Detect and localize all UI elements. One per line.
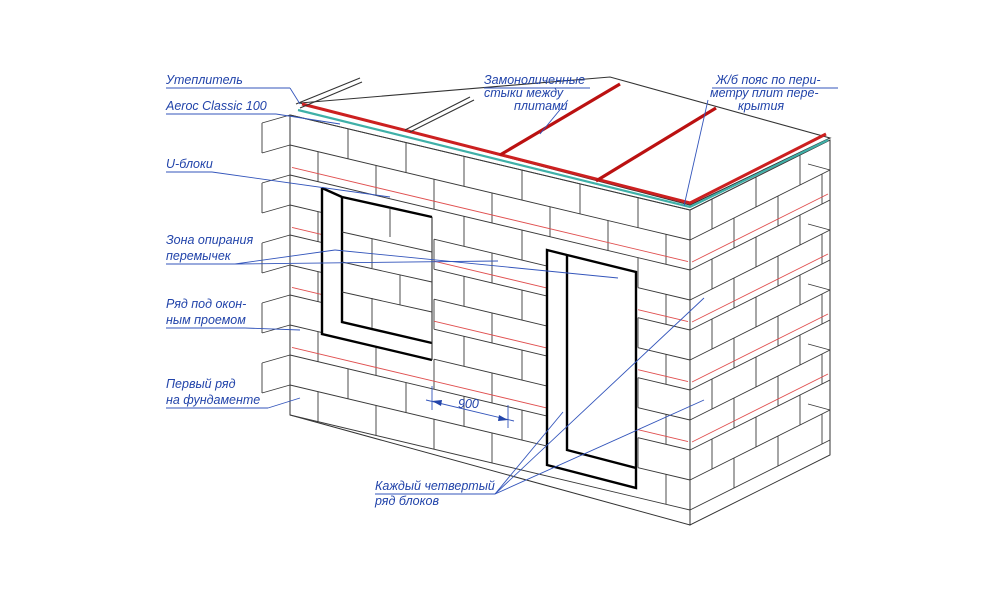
label-belt-line1: Ж/б пояс по пери- [715, 73, 821, 87]
side-course-line [689, 409, 831, 481]
dimension-900: 900 [425, 386, 515, 428]
label-ublocks: U-блоки [166, 157, 213, 171]
label-belt-line3: крытия [738, 99, 784, 113]
label-insulation: Утеплитель [165, 73, 243, 87]
course-line [433, 328, 547, 357]
stagger-bottom [261, 144, 291, 154]
stagger-top [261, 174, 291, 184]
reinforcement-side [691, 253, 829, 323]
slab-joints [499, 82, 717, 183]
course-line [637, 407, 691, 421]
labels: Утеплитель Aeroc Classic 100 U-блоки Зон… [165, 73, 838, 508]
perimeter-belt [297, 102, 829, 209]
course-line [289, 174, 691, 271]
front-wall-blocks [289, 114, 691, 511]
course-line [289, 294, 323, 304]
reinforcement [291, 227, 323, 236]
course-line [637, 377, 691, 391]
course-line [637, 347, 691, 361]
reinforcement-side [691, 193, 829, 263]
side-course-line [689, 379, 831, 451]
reinforcement [637, 429, 689, 442]
side-stagger [807, 283, 831, 291]
stagger-top [261, 114, 291, 124]
label-row-under-window-line2: ным проемом [166, 313, 246, 327]
label-belt-line2: метру плит пере- [710, 86, 819, 100]
side-course-line [689, 349, 831, 421]
course-line [289, 384, 547, 447]
reinforcement-side [691, 373, 829, 443]
stagger-top [261, 354, 291, 364]
course-line [289, 354, 547, 417]
label-every-fourth-line2: ряд блоков [374, 494, 439, 508]
side-course-line [689, 139, 831, 211]
reinforcement-side [691, 313, 829, 383]
label-monolithic-line1: Замоноличенные [484, 73, 585, 87]
side-course-line [689, 199, 831, 271]
course-line [433, 298, 547, 327]
side-course-line [689, 439, 831, 511]
course-line [289, 414, 691, 511]
side-stagger [807, 403, 831, 411]
label-every-fourth-line1: Каждый четвертый [375, 479, 495, 493]
label-monolithic-line3: плитами [514, 99, 568, 113]
reinforcement [291, 347, 547, 409]
label-first-row-line2: на фундаменте [166, 393, 260, 407]
label-aeroc: Aeroc Classic 100 [165, 99, 267, 113]
course-line [637, 317, 691, 331]
stagger-bottom [261, 264, 291, 274]
reinforcement [637, 309, 689, 322]
dimension-label: 900 [458, 397, 479, 411]
course-line [433, 358, 547, 387]
side-stagger [807, 223, 831, 231]
course-line [433, 268, 547, 297]
course-line [433, 238, 547, 267]
course-line [289, 204, 323, 214]
course-line [637, 437, 691, 451]
front-wall-stagger-ends [261, 114, 831, 411]
label-first-row-line1: Первый ряд [166, 377, 236, 391]
course-line [289, 234, 323, 244]
stagger-bottom [261, 204, 291, 214]
stagger-bottom [261, 384, 291, 394]
course-line [289, 264, 323, 274]
side-stagger [807, 343, 831, 351]
course-line [289, 114, 691, 211]
side-course-line [689, 289, 831, 361]
window-opening [320, 186, 433, 362]
reinforcement [291, 167, 689, 262]
side-stagger [807, 163, 831, 171]
reinforcement [433, 260, 547, 289]
label-lintel-zone-line2: перемычек [166, 249, 232, 263]
top-strips [295, 77, 475, 133]
door-opening [545, 248, 638, 490]
side-course-line [689, 259, 831, 331]
label-row-under-window-line1: Ряд под окон- [166, 297, 246, 311]
course-line [289, 324, 323, 334]
reinforcement [637, 369, 689, 382]
reinforcement-lines-front [291, 167, 689, 442]
stagger-top [261, 234, 291, 244]
course-line [637, 287, 691, 301]
side-course-line [689, 229, 831, 301]
reinforcement-lines-side [691, 193, 829, 443]
reinforcement [291, 287, 323, 296]
course-line [637, 467, 691, 481]
label-monolithic-line2: стыки между [484, 86, 564, 100]
side-course-line [689, 319, 831, 391]
stagger-top [261, 294, 291, 304]
label-lintel-zone-line1: Зона опирания [166, 233, 253, 247]
course-line [289, 144, 691, 241]
side-course-line [689, 169, 831, 241]
side-wall-blocks [689, 139, 831, 511]
reinforcement [433, 320, 547, 349]
